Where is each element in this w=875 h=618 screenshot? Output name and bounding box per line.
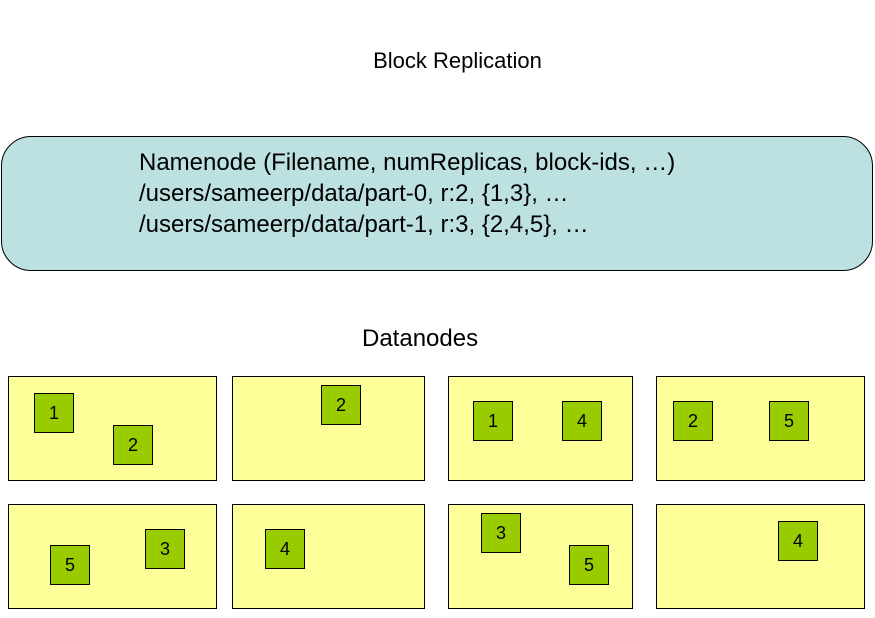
datanode-8: 4 [656,504,865,609]
block: 2 [321,385,361,425]
block: 2 [673,401,713,441]
block: 3 [481,513,521,553]
block: 5 [569,545,609,585]
namenode-entry-part-0: /users/sameerp/data/part-0, r:2, {1,3}, … [139,180,569,207]
block: 4 [562,401,602,441]
namenode-header: Namenode (Filename, numReplicas, block-i… [139,149,676,176]
block: 2 [113,425,153,465]
block: 4 [265,529,305,569]
block: 5 [769,401,809,441]
block: 1 [473,401,513,441]
namenode-box: Namenode (Filename, numReplicas, block-i… [1,136,873,271]
datanodes-label: Datanodes [362,325,479,352]
namenode-entry-part-1: /users/sameerp/data/part-1, r:3, {2,4,5}… [139,211,589,238]
datanode-5: 5 3 [8,504,217,609]
datanode-1: 1 2 [8,376,217,481]
block: 5 [50,545,90,585]
datanode-2: 2 [232,376,425,481]
datanode-3: 1 4 [448,376,633,481]
datanode-6: 4 [232,504,425,609]
block: 4 [778,521,818,561]
datanode-4: 2 5 [656,376,865,481]
diagram-title: Block Replication [373,48,542,73]
block: 3 [145,529,185,569]
block: 1 [34,393,74,433]
datanode-7: 3 5 [448,504,633,609]
